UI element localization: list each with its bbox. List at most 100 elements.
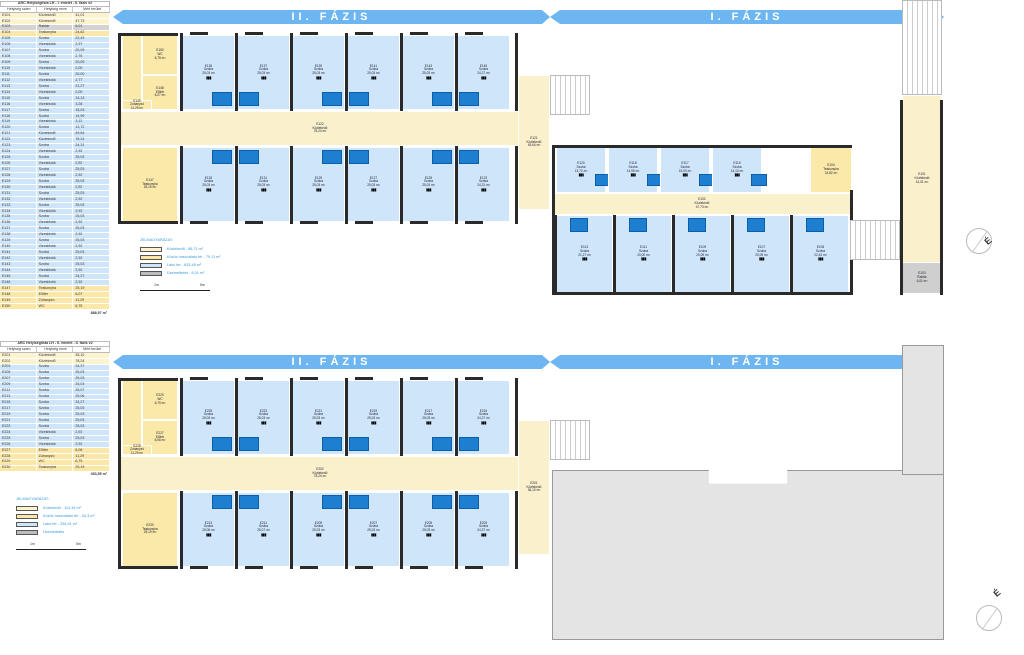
wall [465, 221, 483, 224]
wall [455, 378, 458, 456]
table-cell: E148 [0, 292, 37, 297]
room-label: 13,72 m² [574, 168, 588, 173]
table-cell: E102 [0, 19, 37, 24]
room-label: E102 [698, 197, 706, 202]
table-cell: E111 [0, 72, 37, 78]
table-cell: 24,37 [73, 365, 111, 370]
table-cell: 3,28 [73, 102, 111, 107]
table-cell: 25,03 [73, 377, 111, 382]
bathroom [432, 437, 452, 451]
room-label: 25,07 m² [257, 528, 270, 533]
bathroom [239, 495, 259, 509]
table-cell: E112 [0, 78, 37, 84]
room-label: E203 [479, 520, 488, 525]
room-label: Zuhanyzó [130, 102, 144, 107]
legend-item: Közlekedő - 88,71 m² [140, 245, 221, 253]
beds-icon: ▮▮▮ [370, 419, 377, 425]
legend-label: Közös használatú tér - 79,11 m² [167, 255, 221, 259]
table-cell: Vizesblokk [37, 149, 74, 155]
room-label: Szoba [576, 164, 586, 169]
room-label: Teakonyha [823, 167, 839, 172]
wall [345, 33, 348, 111]
beds-icon: ▮▮▮ [205, 186, 212, 192]
room-label: Szoba [732, 164, 742, 169]
table-cell: 25,03 [73, 227, 111, 232]
phase-2-label: II. FÁZIS [291, 356, 372, 368]
table-cell: E131 [0, 191, 37, 196]
table-cell: 25,03 [73, 250, 111, 256]
table-cell: 25,03 [73, 155, 111, 161]
wall [400, 378, 403, 456]
table-cell: E230 [0, 466, 37, 471]
room-label: 25,03 m² [312, 416, 325, 421]
table-cell: Szoba [37, 388, 74, 394]
table-cell: Vizesblokk [37, 90, 74, 96]
wall [235, 146, 238, 224]
scale-label: 5m [200, 283, 205, 287]
wall [355, 221, 373, 224]
table-cell: E115 [0, 96, 37, 101]
room-label: 24,31 m² [477, 183, 490, 188]
room-label: Előtér [155, 89, 165, 94]
room-label: E201 [530, 480, 538, 485]
table-cell: Vizesblokk [37, 43, 74, 48]
table-cell: 15,03 [73, 108, 111, 113]
bathroom [239, 92, 259, 106]
room-label: 6,75 m² [154, 55, 166, 60]
table-cell: Szoba [37, 48, 74, 54]
legend-label: Üzemeltetés - 6,01 m² [167, 271, 205, 275]
room-label: E149 [133, 98, 141, 103]
legend-swatch [16, 513, 38, 519]
table-cell: E134 [0, 209, 37, 214]
room-label: 22,43 m² [814, 252, 827, 257]
table-cell: E202 [0, 359, 37, 364]
table-cell: Szoba [37, 72, 74, 78]
table-cell: E140 [0, 244, 37, 250]
empty-cell [0, 310, 37, 317]
room-label: Teakonyha [142, 181, 158, 186]
room-label: Közlekedő [694, 201, 710, 206]
column-header: Helyiség neve [37, 7, 74, 12]
room-label: E117 [681, 161, 689, 166]
scale-label: 1m [30, 542, 35, 546]
north-arrow-icon [966, 228, 992, 254]
room-label: E207 [369, 520, 378, 525]
stairs [902, 0, 942, 95]
table-cell: 25,03 [73, 215, 111, 220]
room-label: 20,00 m² [637, 252, 650, 257]
table-total-row: 453,55 m² [0, 472, 110, 479]
room-label: E125 [424, 175, 433, 180]
room-label: Szoba [423, 179, 434, 184]
bathroom [629, 218, 647, 232]
table-cell: Zuhanyzó [37, 298, 74, 303]
room-label: Szoba [313, 412, 324, 417]
wall [180, 491, 183, 569]
table-cell: E141 [0, 250, 37, 256]
table-cell: 49,64 [73, 132, 111, 137]
phase-1-label: I. FÁZIS [710, 11, 784, 23]
table-cell: 25,03 [73, 436, 111, 441]
room-label: Szoba [203, 412, 214, 417]
table-cell: Szoba [37, 203, 74, 208]
